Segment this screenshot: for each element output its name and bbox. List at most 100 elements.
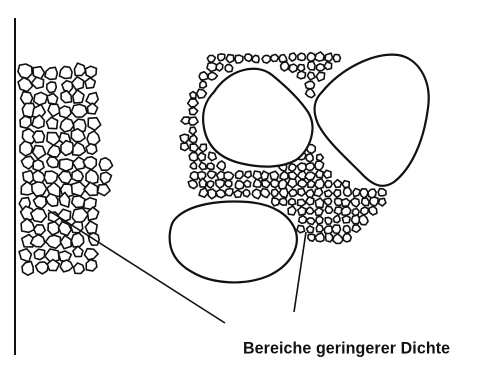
grain [72, 77, 84, 90]
grain [180, 134, 189, 143]
grain [289, 189, 297, 196]
grain [207, 63, 217, 72]
grain [85, 221, 97, 233]
grain [73, 142, 86, 155]
grain [85, 66, 96, 78]
grain [84, 249, 98, 260]
grain [207, 171, 216, 179]
grain [224, 172, 234, 180]
grain [60, 159, 74, 171]
grain [36, 262, 49, 274]
grain [305, 172, 316, 180]
grain [316, 216, 323, 224]
grain [332, 225, 341, 233]
grain [362, 198, 370, 206]
grain [245, 171, 252, 178]
grain [235, 55, 243, 63]
grain [342, 216, 350, 223]
grain [343, 226, 350, 234]
grain [243, 180, 250, 187]
grain [33, 131, 45, 143]
grain [87, 131, 100, 145]
grain [18, 64, 32, 78]
grain [207, 163, 214, 169]
grain [298, 199, 306, 206]
grain [32, 182, 47, 196]
grain [306, 218, 315, 225]
grain [21, 219, 35, 233]
grain [20, 116, 31, 128]
grain [199, 162, 206, 170]
grain [297, 225, 305, 232]
grain [306, 89, 315, 98]
grain [298, 180, 307, 188]
grain [279, 55, 287, 62]
grain [46, 235, 61, 248]
grain [225, 65, 233, 73]
grain [325, 206, 333, 213]
grain [190, 162, 196, 169]
grain [252, 189, 261, 199]
grain [189, 135, 197, 143]
grain [74, 263, 85, 274]
grain [58, 251, 71, 262]
grain [334, 190, 341, 198]
grain [370, 197, 378, 206]
grain [307, 72, 315, 80]
grain [343, 187, 351, 196]
grain [19, 249, 31, 262]
grain [190, 144, 198, 152]
grain [45, 67, 57, 79]
grain [60, 235, 71, 248]
grain [333, 55, 341, 62]
grain [315, 198, 324, 208]
grain [83, 157, 96, 170]
grain [188, 180, 197, 189]
grain [333, 215, 340, 223]
grain [20, 141, 33, 156]
grain [86, 170, 98, 184]
grain [279, 188, 288, 197]
grain [21, 92, 33, 104]
grain [31, 235, 45, 247]
grain [315, 52, 324, 61]
grain [99, 158, 112, 170]
grain [234, 190, 242, 197]
grain [253, 179, 261, 187]
grain [31, 208, 47, 222]
grain [33, 146, 46, 159]
grain [306, 154, 314, 162]
grain [47, 157, 59, 168]
grain [71, 104, 87, 117]
grain [98, 185, 111, 196]
grain [197, 89, 207, 98]
grain [207, 181, 214, 188]
grain [314, 188, 323, 196]
grain [325, 190, 333, 197]
grain [260, 189, 269, 198]
grain [71, 233, 83, 247]
grain [190, 92, 196, 99]
grain [84, 182, 98, 195]
grain [190, 172, 198, 180]
grain [308, 180, 315, 187]
grain [341, 199, 350, 207]
grain [270, 54, 278, 61]
grain [360, 189, 368, 198]
grain [361, 207, 369, 215]
grain [208, 72, 217, 80]
grain [307, 226, 314, 233]
grain [279, 198, 287, 205]
grain [298, 207, 306, 216]
grain [316, 64, 325, 71]
grain [72, 170, 83, 181]
grain [31, 77, 43, 88]
grain [306, 190, 314, 198]
grain [316, 224, 323, 232]
grain [308, 234, 315, 241]
grain [199, 188, 208, 197]
grain [216, 180, 225, 189]
grain [369, 206, 377, 215]
grain [48, 222, 60, 235]
grain [235, 181, 244, 190]
